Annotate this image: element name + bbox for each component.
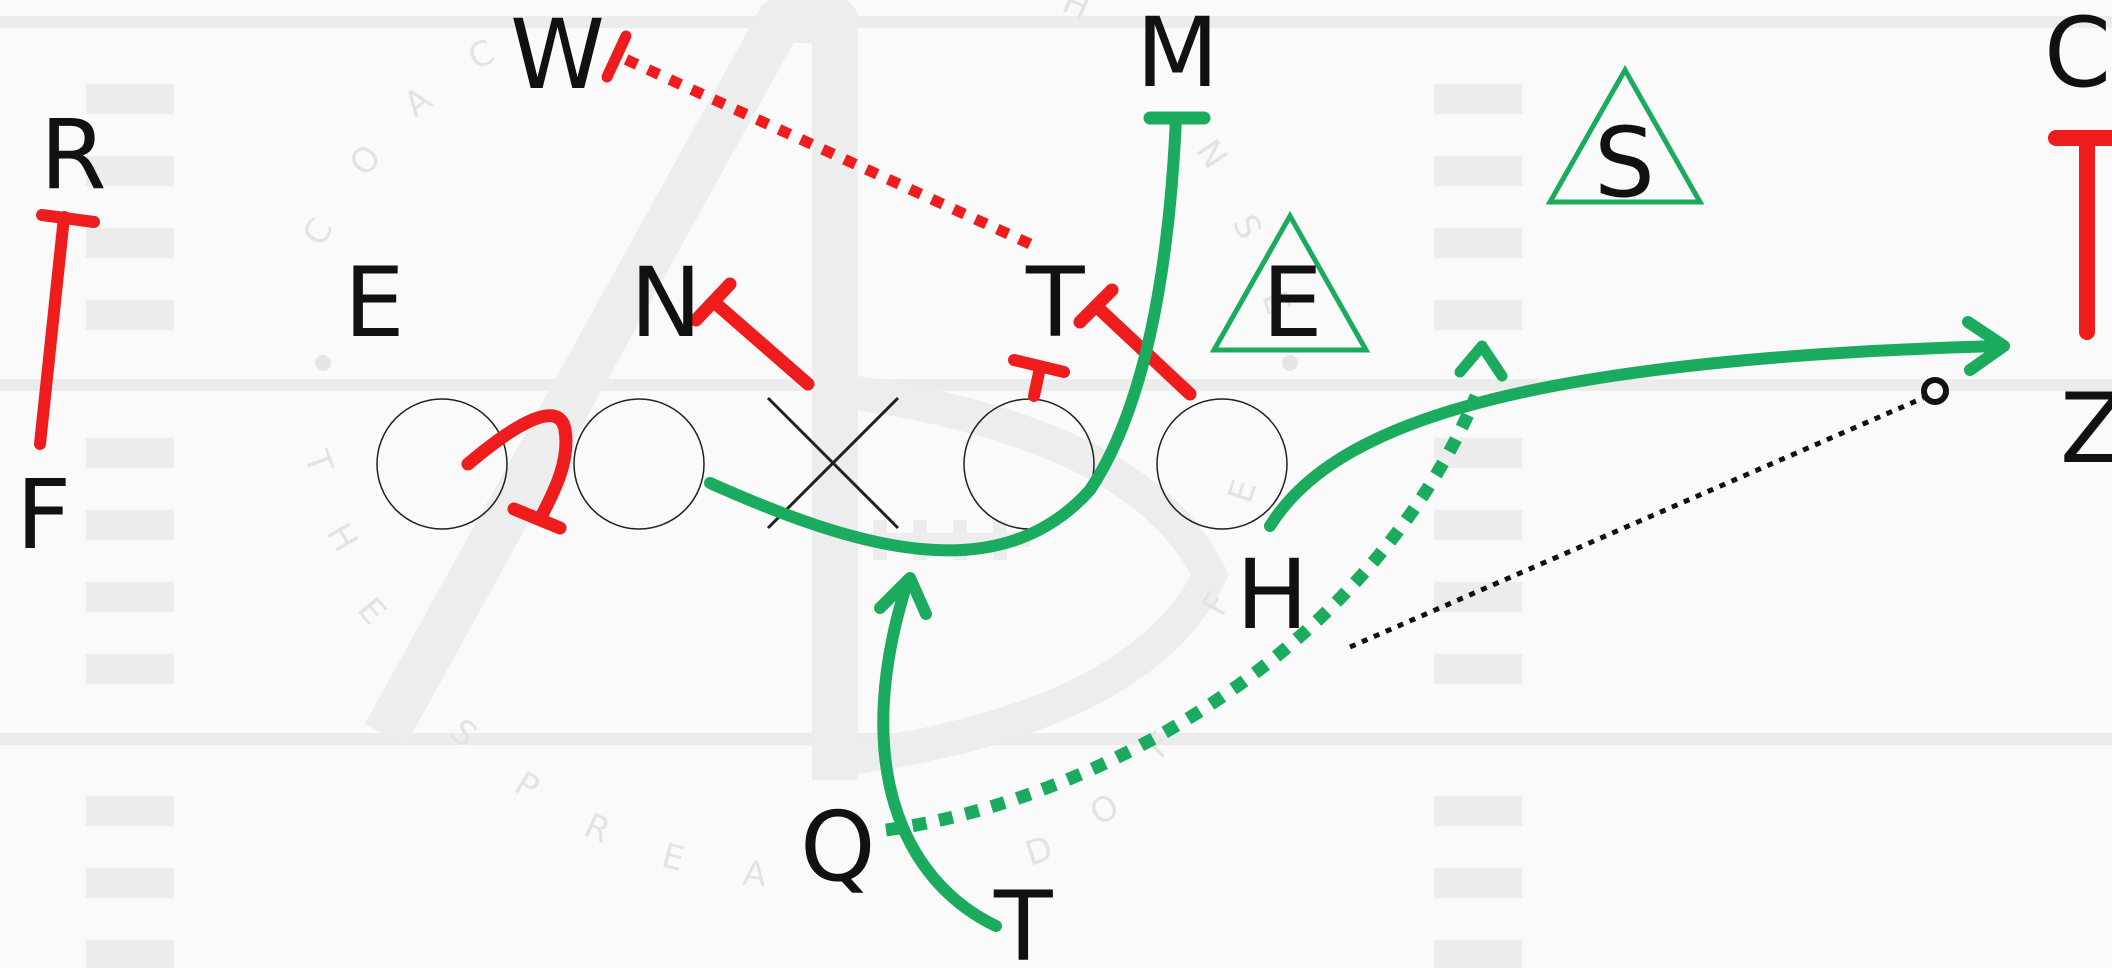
- safety-triangle: [1545, 64, 1705, 205]
- nose-label: N: [630, 247, 702, 359]
- block-end-loop-cap: [507, 502, 567, 535]
- route-q-arrowhead: [1454, 340, 1508, 382]
- watermark-logo-ball: [832, 373, 1229, 777]
- defense-labels: W M C R E N T E S F: [16, 0, 2111, 571]
- watermark-letter: A: [741, 853, 770, 895]
- strong-end-triangle: [1209, 210, 1371, 353]
- rover-label: R: [40, 99, 107, 211]
- h-back-label: H: [1236, 539, 1308, 651]
- yard-line: [0, 733, 2112, 745]
- z-motion-dotted: [1349, 395, 1924, 650]
- route-t-arrowhead: [874, 572, 932, 620]
- block-tackle-stub: [1008, 354, 1070, 402]
- offensive-line: [376, 396, 1288, 530]
- watermark-dot: [1282, 355, 1298, 371]
- free-safety-label: F: [16, 459, 71, 571]
- route-q-dotted: [885, 393, 1482, 837]
- mike-linebacker-label: M: [1136, 0, 1219, 109]
- offensive-routes: [704, 111, 2010, 932]
- center-x-mark: [766, 396, 900, 530]
- right-tackle-circle: [1156, 398, 1288, 530]
- yard-line: [0, 379, 2112, 391]
- block-nose: [689, 277, 815, 391]
- watermark-dot: [315, 355, 331, 371]
- route-h-arrowhead: [1962, 316, 2010, 376]
- will-linebacker-label: W: [510, 0, 605, 111]
- route-t-arc: [877, 574, 1002, 932]
- left-guard-circle: [573, 398, 705, 530]
- block-will-dotted: [601, 30, 1033, 250]
- defensive-blocks: [34, 30, 2112, 535]
- block-end-loop: [461, 409, 573, 522]
- block-rolb-to-f: [34, 209, 100, 450]
- tackle-label: T: [1025, 247, 1085, 359]
- z-receiver-label: Z: [2060, 373, 2112, 485]
- offense-labels: Z H Q T: [800, 373, 2112, 968]
- hash-marks-left: [86, 84, 174, 968]
- block-corner: [2048, 130, 2112, 340]
- yard-line: [0, 16, 2112, 28]
- tailback-label: T: [993, 871, 1053, 968]
- weak-end-label: E: [344, 247, 405, 359]
- safety-label: S: [1594, 107, 1655, 219]
- corner-label: C: [2044, 0, 2111, 109]
- left-tackle-circle: [376, 398, 508, 530]
- quarterback-label: Q: [800, 791, 876, 903]
- strong-end-label: E: [1262, 247, 1323, 359]
- z-motion-origin-dot: [1921, 377, 1949, 405]
- route-h-arc: [1264, 340, 2004, 532]
- route-guard-pull: [704, 112, 1182, 557]
